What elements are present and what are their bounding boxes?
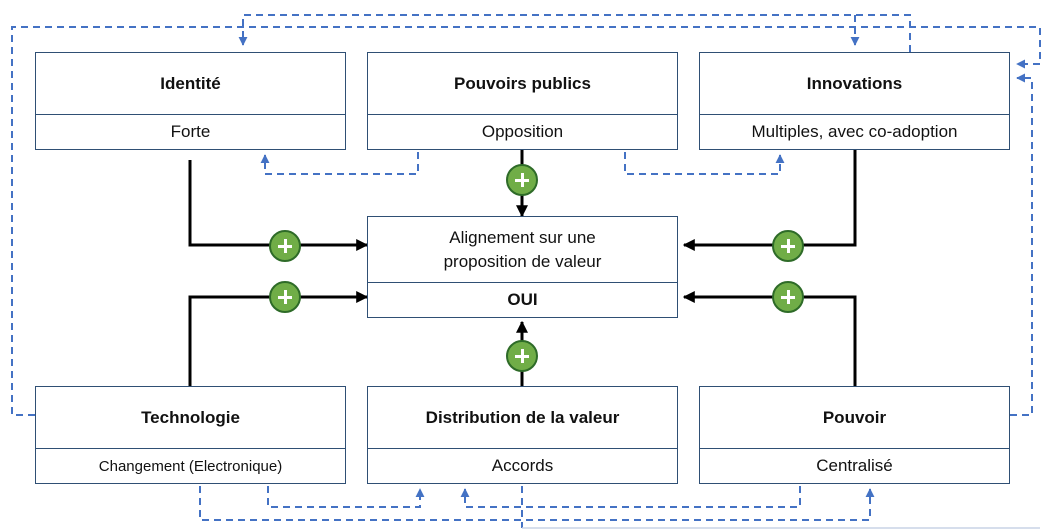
box-pouvoirs-publics-value: Opposition [481,122,564,141]
box-alignement-value: OUI [507,290,538,309]
box-alignement: Alignement sur une proposition de valeur… [367,216,678,318]
box-technologie-title: Technologie [36,387,345,449]
box-alignement-title-line2: proposition de valeur [443,251,602,271]
box-pouvoirs-publics: Pouvoirs publics Opposition [367,52,678,150]
box-pouvoir-value: Centralisé [816,456,893,475]
box-distribution-value: Accords [491,456,554,475]
box-identite-title: Identité [36,53,345,115]
arrow-pouvoir-to-alignement [682,291,857,386]
plus-icon [772,230,804,262]
box-technologie: Technologie Changement (Electronique) [35,386,346,484]
dashed-pp-innovations [624,152,785,175]
box-alignement-title-line1: Alignement sur une [449,227,596,247]
box-pouvoirs-publics-title: Pouvoirs publics [368,53,677,115]
box-innovations-value: Multiples, avec co-adoption [751,122,958,141]
box-innovations-title: Innovations [700,53,1009,115]
box-distribution-title: Distribution de la valeur [368,387,677,449]
dashed-loop-top [238,14,911,52]
dashed-bottom-outer [199,486,875,521]
dashed-loop-right [1010,73,1033,416]
plus-icon [772,281,804,313]
dashed-loop-left [11,26,1041,416]
plus-icon [269,281,301,313]
box-distribution: Distribution de la valeur Accords [367,386,678,484]
box-identite-value: Forte [170,122,211,141]
box-identite: Identité Forte [35,52,346,150]
dashed-pp-identite [260,152,419,175]
box-innovations: Innovations Multiples, avec co-adoption [699,52,1010,150]
box-pouvoir: Pouvoir Centralisé [699,386,1010,484]
dashed-bottom-inner-left [267,486,425,508]
arrow-identite-to-alignement [188,160,369,251]
box-pouvoir-title: Pouvoir [700,387,1009,449]
dashed-bottom-inner-right [460,486,801,508]
plus-icon [506,340,538,372]
plus-icon [269,230,301,262]
box-alignement-title: Alignement sur une proposition de valeur [368,217,677,283]
plus-icon [506,164,538,196]
box-technologie-value: Changement (Electronique) [98,457,283,475]
arrow-innovations-to-alignement [682,150,857,251]
arrow-technologie-to-alignement [188,291,369,386]
